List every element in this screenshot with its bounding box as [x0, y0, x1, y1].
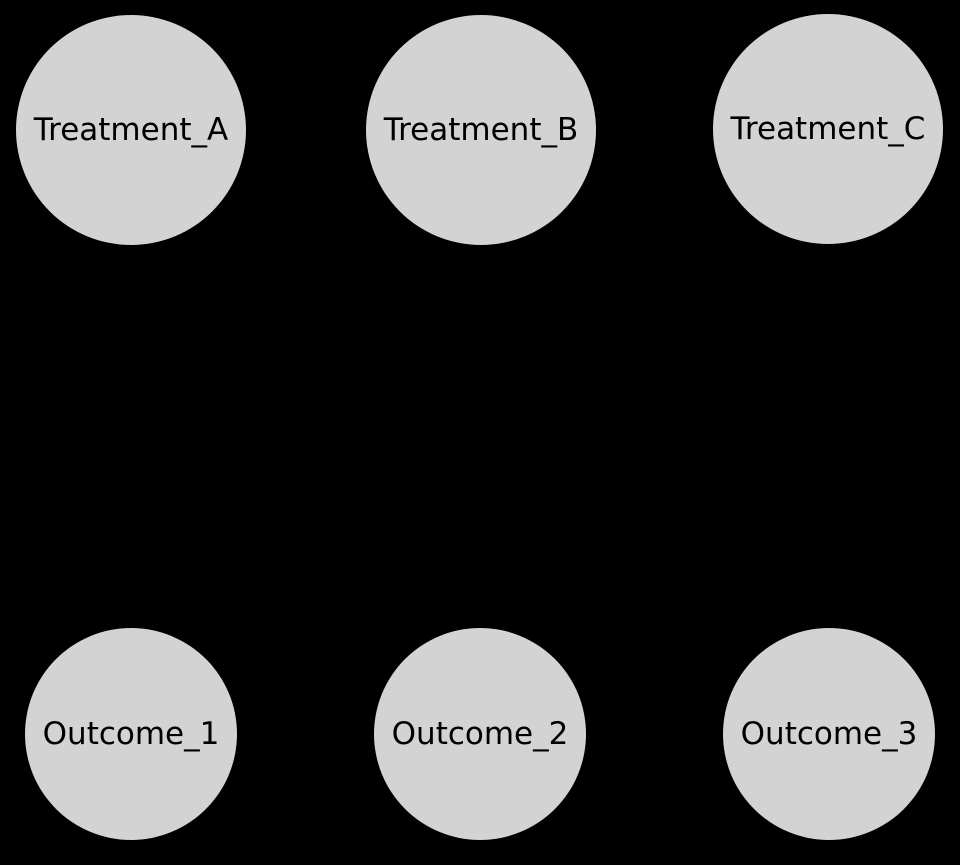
node-outcome-3-label: Outcome_3: [740, 715, 918, 752]
node-treatment-b-label: Treatment_B: [383, 111, 579, 148]
node-outcome-3: Outcome_3: [723, 628, 935, 840]
node-treatment-c: Treatment_C: [713, 14, 943, 244]
node-treatment-a: Treatment_A: [16, 15, 246, 245]
node-treatment-a-label: Treatment_A: [33, 111, 229, 148]
node-outcome-2: Outcome_2: [374, 628, 586, 840]
node-treatment-c-label: Treatment_C: [730, 110, 926, 147]
node-outcome-2-label: Outcome_2: [391, 715, 569, 752]
node-outcome-1-label: Outcome_1: [42, 715, 220, 752]
node-outcome-1: Outcome_1: [25, 628, 237, 840]
node-treatment-b: Treatment_B: [366, 15, 596, 245]
